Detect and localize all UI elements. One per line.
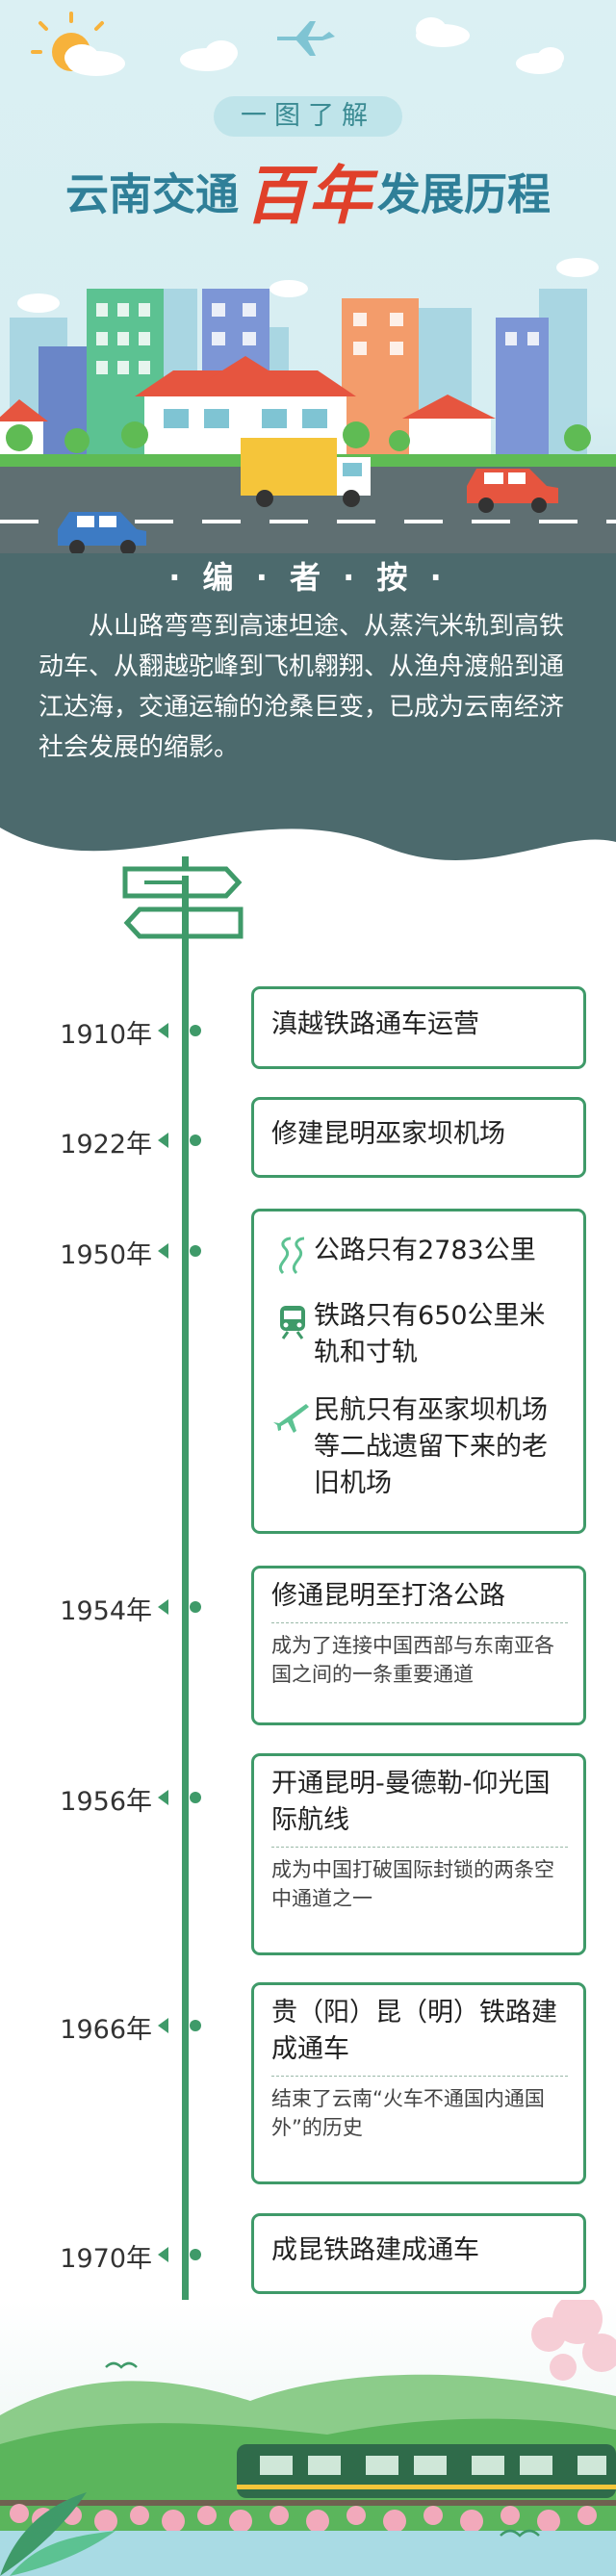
dashed-divider: [271, 1622, 568, 1623]
blue-car-icon: [58, 512, 146, 553]
event-card: 修建昆明巫家坝机场: [251, 1097, 586, 1178]
event-title: 修建昆明巫家坝机场: [271, 1119, 505, 1149]
footer-illustration: [0, 2300, 616, 2576]
timeline-dot: [190, 1025, 201, 1036]
year-label: 1910年: [60, 1020, 152, 1050]
event-note: 成为了连接中国西部与东南亚各国之间的一条重要通道: [271, 1634, 554, 1686]
event-card: 公路只有2783公里 铁路只有650公里米轨和寸轨 民航只有巫家坝机场等二战遗留…: [251, 1209, 586, 1534]
arrow-marker: [158, 1023, 168, 1038]
event-title: 开通昆明-曼德勒-仰光国际航线: [271, 1769, 551, 1835]
arrow-marker: [158, 2247, 168, 2262]
timeline-dot: [190, 1135, 201, 1146]
year-label: 1970年: [60, 2244, 152, 2274]
cloud-icon: [17, 17, 599, 313]
timeline-dot: [190, 1601, 201, 1613]
timeline-dot: [190, 2249, 201, 2260]
year-label: 1950年: [60, 1240, 152, 1270]
dashed-divider: [271, 1847, 568, 1848]
year-label: 1966年: [60, 2015, 152, 2045]
timeline-axis: [182, 876, 189, 2377]
arrow-marker: [158, 2018, 168, 2033]
editor-note-heading: · 编 · 者 · 按 ·: [168, 559, 448, 596]
stat-row: 民航只有巫家坝机场等二战遗留下来的老旧机场: [271, 1392, 568, 1502]
title-part-3: 发展历程: [377, 168, 552, 220]
timeline-dot: [190, 2020, 201, 2031]
blossom-icon: [531, 2300, 616, 2381]
page-title: 云南交通百年发展历程: [0, 144, 616, 237]
event-card: 成昆铁路建成通车: [251, 2213, 586, 2294]
wave-divider: [0, 828, 616, 895]
event-note: 结束了云南“火车不通国内通国外”的历史: [271, 2087, 545, 2139]
title-part-2: 百年: [244, 158, 372, 233]
green-train-icon: [237, 2444, 616, 2498]
stat-row: 公路只有2783公里: [271, 1233, 568, 1277]
vehicles: [58, 438, 558, 553]
header-tag: 一图了解: [214, 96, 402, 137]
stat-text: 铁路只有650公里米轨和寸轨: [314, 1301, 546, 1367]
timeline-dot: [190, 1245, 201, 1257]
stat-row: 铁路只有650公里米轨和寸轨: [271, 1298, 568, 1371]
dashed-divider: [271, 2076, 568, 2077]
event-card: 滇越铁路通车运营: [251, 986, 586, 1069]
event-card: 开通昆明-曼德勒-仰光国际航线 成为中国打破国际封锁的两条空中通道之一: [251, 1753, 586, 1955]
editor-note-text: 从山路弯弯到高速坦途、从蒸汽米轨到高铁动车、从翻越驼峰到飞机翱翔、从渔舟渡船到通…: [38, 612, 565, 762]
event-card: 修通昆明至打洛公路 成为了连接中国西部与东南亚各国之间的一条重要通道: [251, 1566, 586, 1725]
stat-text: 民航只有巫家坝机场等二战遗留下来的老旧机场: [314, 1395, 548, 1498]
year-label: 1956年: [60, 1787, 152, 1817]
arrow-marker: [158, 1790, 168, 1805]
stat-text: 公路只有2783公里: [314, 1236, 536, 1265]
year-label: 1922年: [60, 1130, 152, 1160]
plane-icon: [273, 1404, 309, 1433]
event-card: 贵（阳）昆（明）铁路建成通车 结束了云南“火车不通国内通国外”的历史: [251, 1982, 586, 2184]
arrow-marker: [158, 1133, 168, 1148]
bird-icon: [105, 2361, 540, 2538]
year-label: 1954年: [60, 1596, 152, 1626]
event-title: 贵（阳）昆（明）铁路建成通车: [271, 1998, 557, 2064]
event-title: 修通昆明至打洛公路: [271, 1581, 505, 1611]
arrow-marker: [158, 1599, 168, 1615]
event-note: 成为中国打破国际封锁的两条空中通道之一: [271, 1858, 554, 1910]
timeline-dot: [190, 1792, 201, 1803]
red-car-icon: [467, 469, 558, 513]
train-icon: [280, 1306, 305, 1339]
editor-note-band: [0, 553, 616, 871]
airplane-icon: [277, 21, 335, 56]
road-icon: [279, 1237, 305, 1275]
event-title: 滇越铁路通车运营: [271, 1009, 479, 1039]
city-skyline-illustration: [0, 12, 599, 462]
arrow-marker: [158, 1243, 168, 1259]
truck-icon: [241, 438, 371, 507]
title-part-1: 云南交通: [64, 168, 239, 220]
event-title: 成昆铁路建成通车: [271, 2235, 479, 2265]
